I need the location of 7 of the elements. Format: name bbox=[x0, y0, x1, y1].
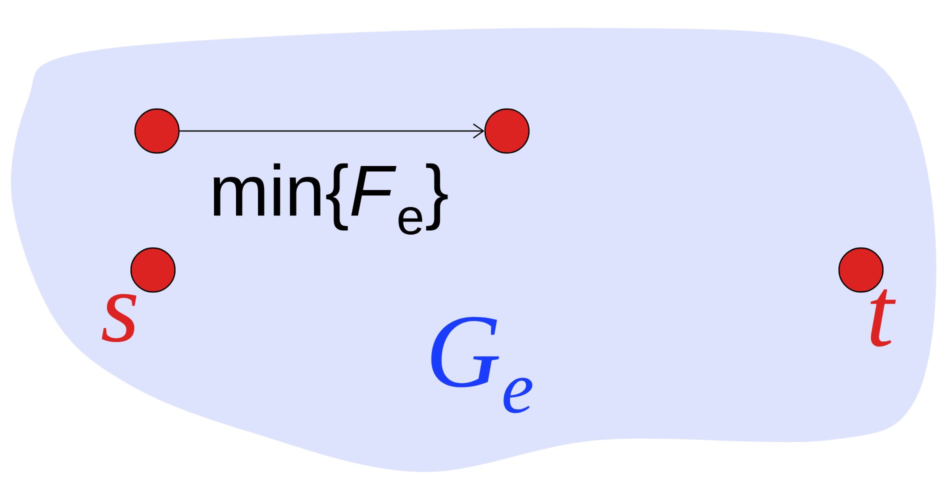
vertex-dot bbox=[484, 108, 530, 154]
vertex-label: t bbox=[870, 289, 896, 347]
edge-label: min{F$_{e}$} bbox=[214, 163, 448, 235]
vertex-dot bbox=[134, 108, 180, 154]
arrow bbox=[180, 124, 484, 138]
vertex-dot bbox=[130, 247, 176, 293]
vertex-label: s bbox=[102, 294, 136, 342]
